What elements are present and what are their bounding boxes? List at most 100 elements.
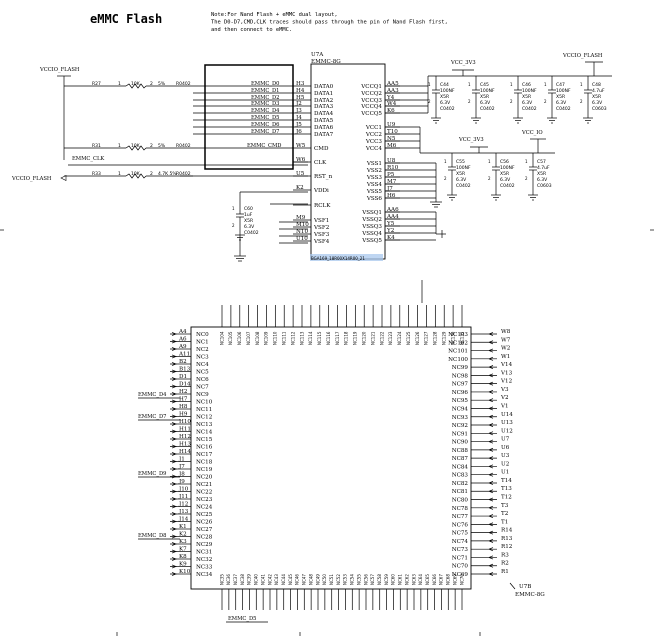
pin-number: R2 (501, 561, 509, 567)
pin-name: DATA4 (314, 111, 334, 117)
u7b-bottom-pin-17: NC52 (336, 574, 341, 610)
pin-number: U14 (501, 412, 513, 418)
pin-name: NC40 (254, 574, 259, 585)
pin-name: NC6 (196, 377, 209, 383)
vcc-io-label: VCC_IO (521, 130, 543, 136)
u7b-bottom-pin-35: NC70 (459, 574, 464, 610)
pin-name: DATA2 (314, 98, 334, 104)
pin-number: K7 (179, 547, 187, 553)
u7b-bottom-pin-13: NC48 (308, 574, 313, 610)
pin-number: J11 (178, 494, 188, 500)
pin-name: NC112 (290, 331, 295, 345)
pin-name: NC108 (255, 331, 260, 345)
pin-number: A11 (178, 352, 190, 358)
cap-voltage: 6.3V (500, 177, 511, 183)
pin-name: NC69 (452, 572, 469, 578)
cap-pin2: 2 (488, 176, 491, 181)
pin-number: J14 (178, 517, 189, 523)
pin-name: NC73 (452, 547, 469, 553)
pin-name: NC55 (356, 574, 361, 585)
pin-name: NC65 (425, 574, 430, 585)
u7b-top-pin-25: NC129 (442, 305, 447, 345)
pin-number: J4 (295, 115, 302, 121)
pin-number: A9 (178, 344, 187, 350)
vdd-i-wiring (234, 191, 308, 262)
pin-number: H13 (179, 442, 191, 448)
res-package: R0402 (176, 171, 191, 177)
u7b-top-pin-16: NC120 (362, 305, 367, 345)
pin-name: NC78 (452, 506, 469, 512)
pin-number: R13 (501, 536, 513, 542)
pin-number: J5 (295, 122, 302, 128)
pin-name: NC93 (452, 415, 469, 421)
cap-voltage: 6.3V (537, 177, 548, 183)
u7b-bottom-pin-15: NC50 (322, 574, 327, 610)
res-package: R0402 (176, 143, 191, 149)
note-line-1: Note:For Nand Flash + eMMC dual layout, (211, 12, 338, 18)
pin-name: NC69 (452, 574, 457, 585)
u7b-top-pin-10: NC114 (308, 305, 313, 345)
cap-package: C0402 (440, 106, 455, 112)
pin-name: VSS4 (366, 182, 383, 188)
pin-name: NC28 (196, 535, 213, 541)
pin-name: NC111 (282, 331, 287, 345)
pin-name: NC54 (350, 574, 355, 585)
u7b-bottom-pin-0: NC35 (219, 574, 224, 610)
pin-name: NC117 (335, 331, 340, 345)
u7a-pin-rclk: RCLK (293, 203, 331, 209)
decoupling-caps-mid: C55100NFX5R6.3VC040212C56100NFX5R6.3VC04… (444, 153, 552, 201)
pin-number: R1 (501, 569, 509, 575)
pin-name: NC49 (315, 574, 320, 585)
cap-dielectric: X5R (537, 171, 546, 177)
pin-number: T1 (501, 519, 508, 525)
pin-number: T14 (501, 478, 512, 484)
u7b-top-pin-6: NC110 (273, 305, 278, 345)
pin-number: V1 (500, 403, 509, 409)
pin-name: NC74 (452, 539, 469, 545)
pin-name: NC125 (406, 331, 411, 345)
res-pin1: 1 (118, 171, 121, 177)
u7b-net-d4: EMMC_D4 (138, 392, 167, 398)
cap-pin1: 1 (444, 159, 447, 164)
pin-name: NC17 (196, 452, 213, 458)
pin-number: P5 (387, 172, 395, 178)
nand-passthrough-box (204, 64, 294, 170)
res-pin1: 1 (118, 81, 121, 87)
pin-name: NC32 (196, 557, 213, 563)
u7b-bottom-pin-2: NC37 (233, 574, 238, 610)
pin-name: NC0 (196, 332, 209, 338)
net-emmc_d6: EMMC_D6 (251, 122, 279, 128)
emmc-clk-label: EMMC_CLK (72, 156, 104, 162)
pin-number: U9 (387, 122, 396, 128)
pin-name: NC75 (452, 531, 469, 537)
cap-voltage: 6.3V (456, 177, 467, 183)
pin-name: NC35 (219, 574, 224, 585)
pin-name: NC121 (370, 331, 375, 345)
pin-name: NC50 (322, 574, 327, 585)
cap-pin2: 2 (468, 99, 471, 104)
vccio-flash-arrow (60, 175, 67, 181)
